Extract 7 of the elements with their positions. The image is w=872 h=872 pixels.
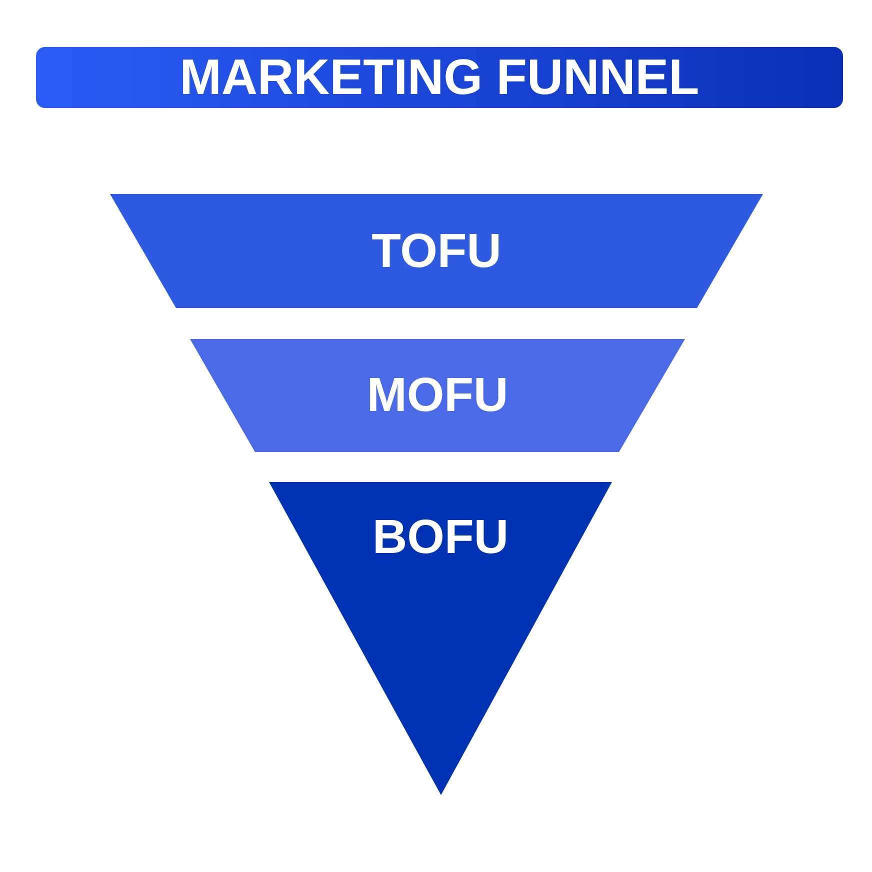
funnel-tip xyxy=(269,482,612,795)
title-banner: MARKETING FUNNEL xyxy=(36,47,843,108)
funnel-band xyxy=(190,339,685,452)
funnel-band xyxy=(110,194,763,308)
stage-label: TOFU xyxy=(372,228,502,276)
stage-label: MOFU xyxy=(366,372,508,420)
stage-label: BOFU xyxy=(372,514,508,562)
